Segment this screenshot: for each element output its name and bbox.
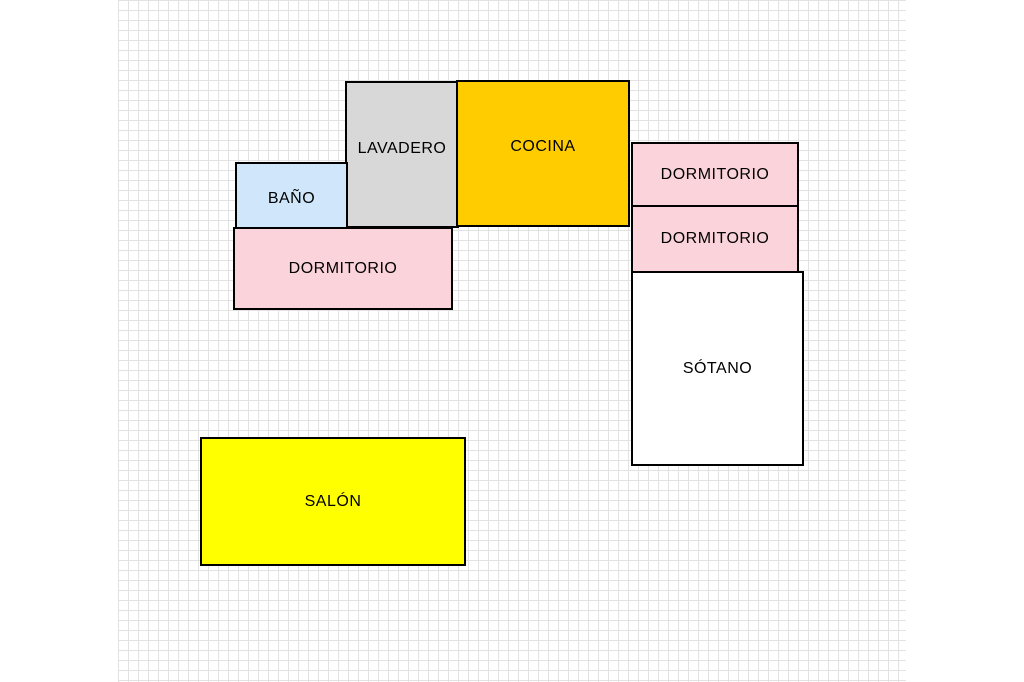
room-dormitorio-east-upper-label: DORMITORIO [660, 165, 770, 183]
room-dormitorio-east-lower-label: DORMITORIO [660, 230, 770, 247]
room-bano-label: BAÑO [267, 189, 316, 207]
room-dormitorio-west: DORMITORIO [233, 227, 453, 310]
room-cocina: COCINA [456, 80, 630, 227]
room-sotano: SÓTANO [631, 271, 804, 466]
room-lavadero: LAVADERO [345, 81, 459, 228]
room-dormitorio-east-upper: DORMITORIO [631, 142, 799, 207]
room-salon-label: SALÓN [304, 492, 362, 510]
room-sotano-label: SÓTANO [682, 359, 753, 377]
room-cocina-label: COCINA [510, 137, 576, 155]
room-lavadero-label: LAVADERO [357, 139, 447, 157]
room-dormitorio-west-label: DORMITORIO [288, 259, 398, 277]
room-bano: BAÑO [235, 162, 348, 229]
room-salon: SALÓN [200, 437, 466, 566]
room-dormitorio-east-lower: DORMITORIO [631, 205, 799, 273]
